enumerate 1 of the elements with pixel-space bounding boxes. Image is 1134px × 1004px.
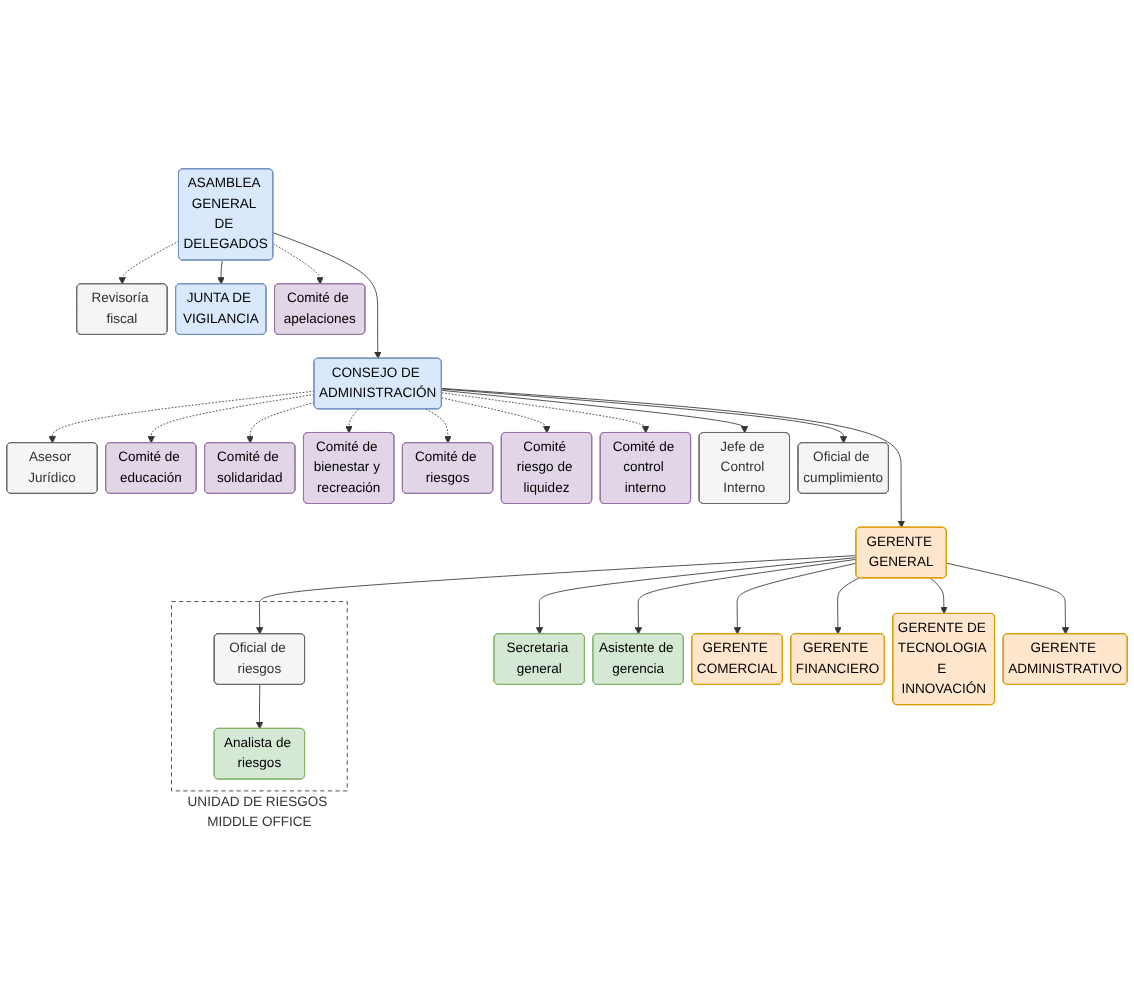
cluster	[171, 600, 348, 791]
